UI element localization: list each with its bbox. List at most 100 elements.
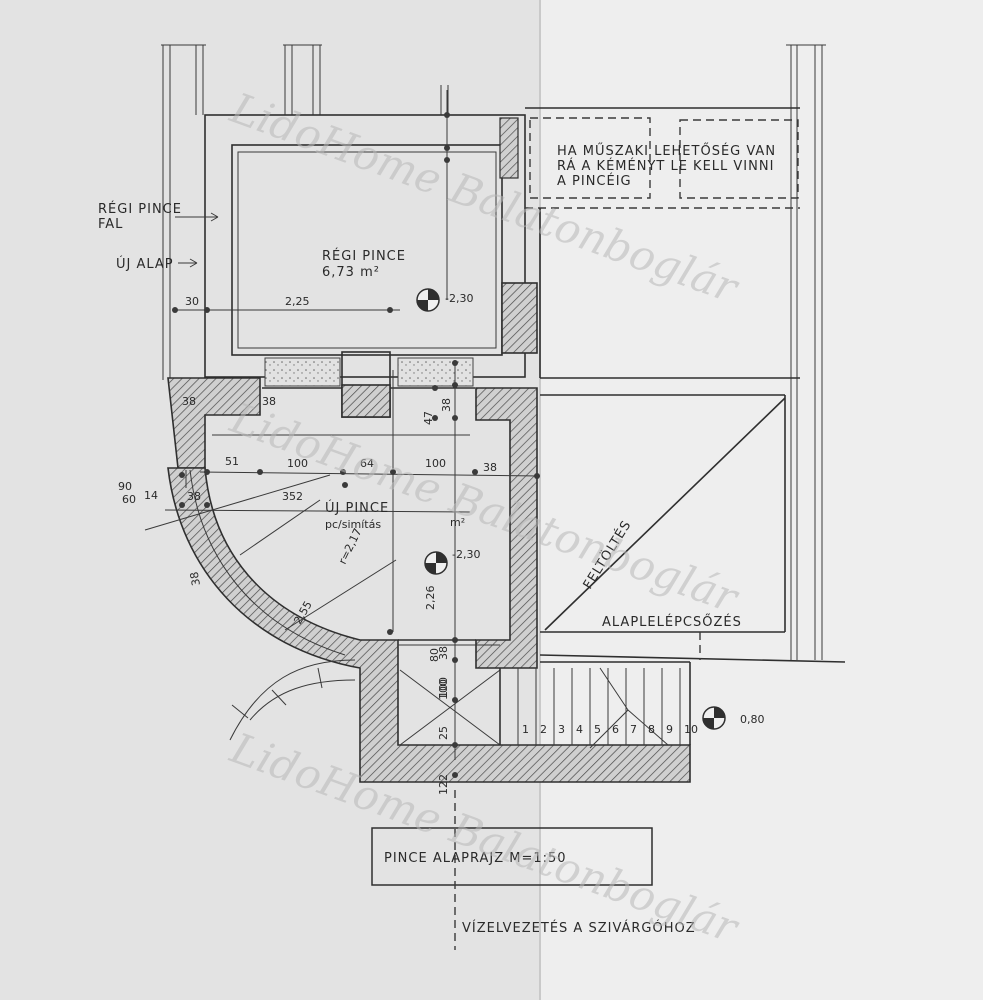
dim-100-c: 100 [437, 677, 450, 698]
dim-122: 122 [437, 774, 450, 795]
dimension-dot [452, 772, 458, 778]
dimension-dot [387, 307, 393, 313]
dim-38-a: 38 [182, 395, 196, 408]
stair-run-arrow [589, 667, 669, 749]
chimney-note-line-1: HA MŰSZAKI LEHETŐSÉG VAN [557, 143, 776, 159]
pier-hatch [341, 384, 391, 418]
plan-title: PINCE ALAPRAJZ M=1:50 [384, 851, 567, 866]
dimension-dot [204, 307, 210, 313]
new-foundation-label: ÚJ ALAP [116, 256, 174, 272]
dim-90: 90 [118, 480, 132, 493]
stair-steps [517, 667, 681, 749]
dim-100-d: 100 [437, 679, 450, 700]
dimension-dot [432, 415, 438, 421]
stair-number: 7 [630, 723, 637, 736]
dimension-dot [444, 145, 450, 151]
dimension-dot [340, 469, 346, 475]
dimension-dot [257, 469, 263, 475]
dim-25: 25 [437, 726, 450, 740]
stair-number: 1 [522, 723, 529, 736]
dim-38-f: 38 [437, 646, 450, 660]
dimension-chain [446, 90, 456, 760]
new-room-floor: pc/simítás [325, 518, 381, 531]
dim-38-radial: 38 [188, 571, 203, 587]
dimension-dot [452, 697, 458, 703]
entry-level: 0,80 [740, 713, 765, 726]
dimension-dot [444, 112, 450, 118]
dimension-dot [390, 469, 396, 475]
stair-number: 10 [684, 723, 698, 736]
stair-number: 4 [576, 723, 583, 736]
new-room-name: ÚJ PINCE [325, 500, 389, 516]
dimension-dot [444, 157, 450, 163]
exterior-stair-arcs [229, 659, 356, 741]
dim-30: 30 [185, 295, 199, 308]
dimension-dots [172, 112, 540, 778]
chimney [499, 117, 519, 179]
dimension-dot [342, 482, 348, 488]
dimension-dot [472, 469, 478, 475]
dim-2-25: 2,25 [285, 295, 310, 308]
stair-number: 2 [540, 723, 547, 736]
old-room-name: RÉGI PINCE [322, 248, 406, 264]
dim-38-b: 38 [262, 395, 276, 408]
paper-left [0, 0, 540, 1000]
stair-number: 3 [558, 723, 565, 736]
dim-38-c: 38 [483, 461, 497, 474]
fill-area [539, 394, 846, 663]
dim-100-a: 100 [287, 457, 308, 470]
dimension-dot [179, 502, 185, 508]
dimension-dot [534, 473, 540, 479]
dim-352: 352 [282, 490, 303, 503]
dimension-dot [432, 385, 438, 391]
label-arrows [175, 212, 219, 268]
transition-walls [204, 351, 475, 418]
level-marker-old [416, 288, 440, 312]
dimension-dot [452, 637, 458, 643]
paper-right [540, 0, 983, 1000]
level-marker-new [424, 551, 448, 575]
new-cellar-inner-lines [144, 309, 541, 632]
dim-80: 80 [428, 648, 441, 662]
dimension-dot [387, 629, 393, 635]
dim-38-e: 38 [440, 398, 453, 412]
dimension-dot [204, 502, 210, 508]
dimension-dot [172, 307, 178, 313]
dim-64: 64 [360, 457, 374, 470]
stair-number: 6 [612, 723, 619, 736]
new-room-level: -2,30 [452, 548, 480, 561]
dimension-dot [204, 469, 210, 475]
dimension-dot [452, 415, 458, 421]
dim-100-b: 100 [425, 457, 446, 470]
old-cellar-wall-label-2: FAL [98, 217, 123, 232]
dimension-dot [452, 382, 458, 388]
dim-2-26: 2,26 [424, 586, 437, 611]
drain-note: VÍZELVEZETÉS A SZIVÁRGÓHOZ [462, 920, 696, 936]
foundation-step-label: ALAPLELÉPCSŐZÉS [602, 614, 742, 630]
old-room-level: -2,30 [445, 292, 473, 305]
dim-47: 47 [422, 411, 435, 425]
dimension-dot [452, 742, 458, 748]
dimension-dot [179, 472, 185, 478]
chimney-note-line-3: A PINCÉIG [557, 173, 632, 189]
chimney-note-area [525, 117, 800, 379]
dim-38-d: 38 [187, 490, 201, 503]
top-wall-stubs [161, 44, 826, 660]
new-room-area-unit: m² [450, 516, 465, 529]
dimension-dot [452, 360, 458, 366]
dim-60: 60 [122, 493, 136, 506]
dim-14: 14 [144, 489, 158, 502]
dim-51: 51 [225, 455, 239, 468]
stair-number: 9 [666, 723, 673, 736]
entry-passage [399, 661, 691, 746]
old-room-area: 6,73 m² [322, 265, 380, 280]
stair-number: 8 [648, 723, 655, 736]
title-box [371, 827, 653, 886]
old-cellar-wall-label: RÉGI PINCE [98, 201, 182, 217]
old-wall-pier [501, 282, 538, 354]
level-marker-entry [702, 706, 726, 730]
stair-number: 5 [594, 723, 601, 736]
